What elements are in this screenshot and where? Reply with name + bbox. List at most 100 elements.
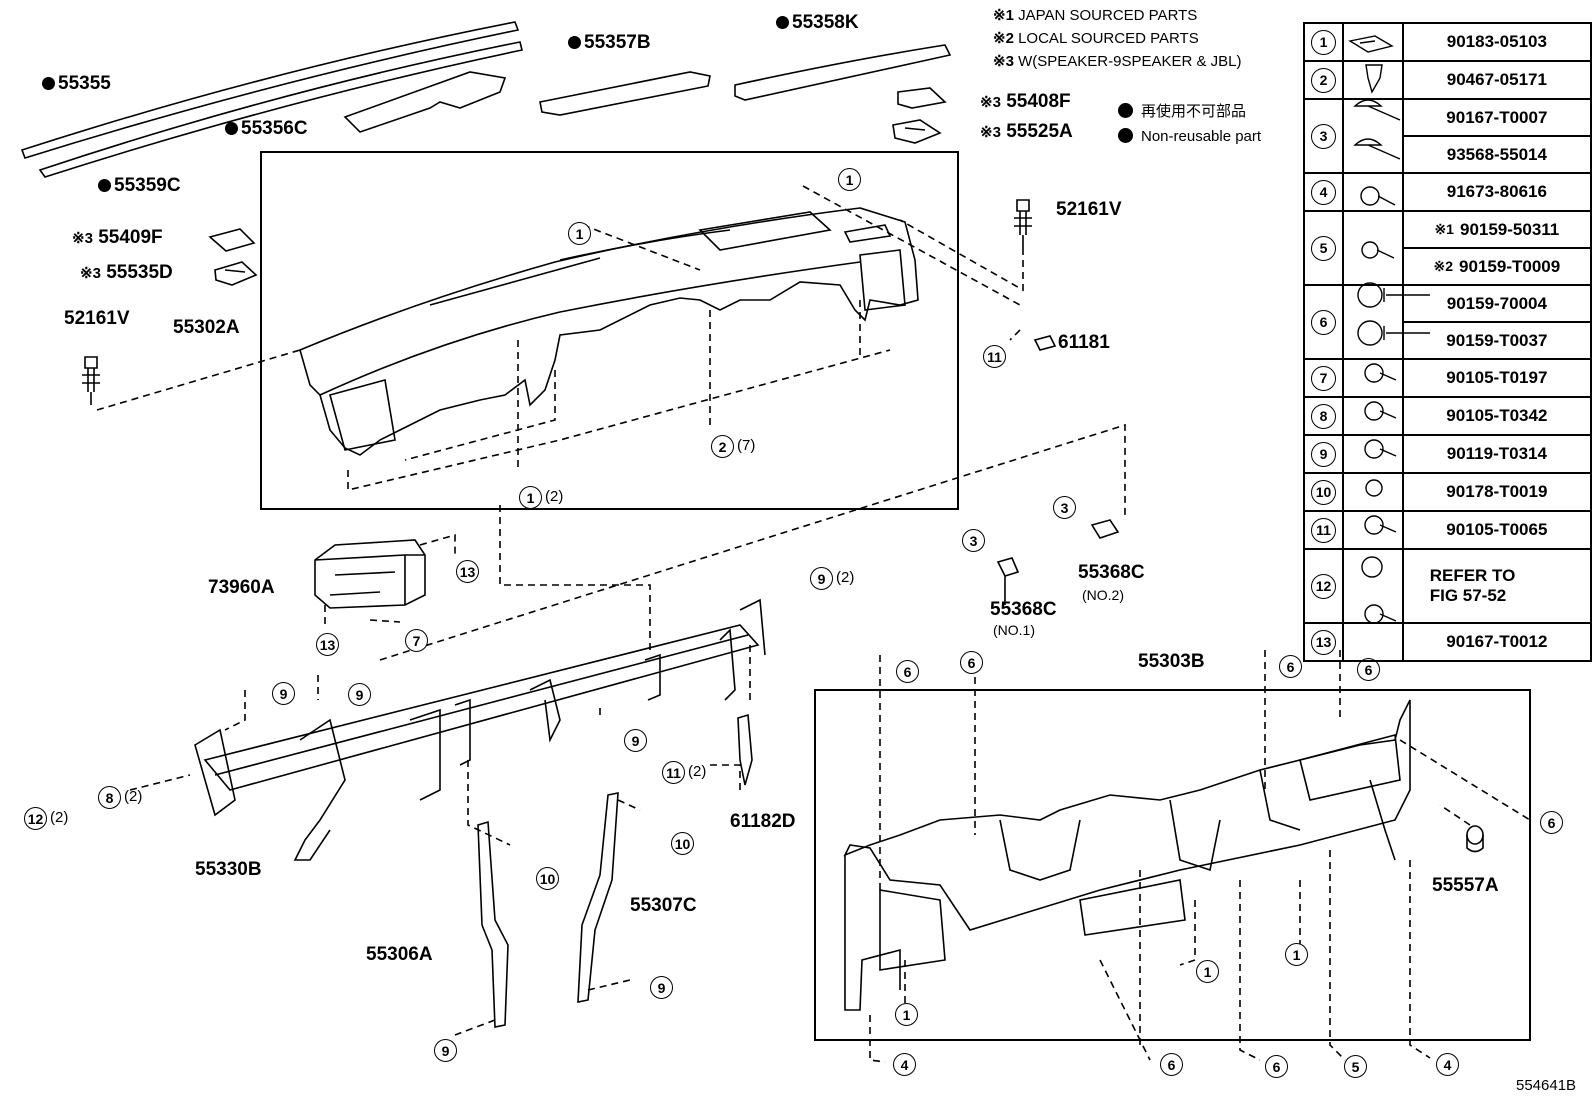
- nut-61181: [1033, 335, 1057, 351]
- fastener-number: 8: [1302, 396, 1345, 436]
- fastener-number: 12: [1302, 548, 1345, 624]
- legend-nonreusable-en: Non-reusable part: [1118, 128, 1261, 144]
- bracket-55535D: [214, 261, 258, 286]
- brace-55307C: [577, 792, 619, 1003]
- fastener-number-circle: 9: [1311, 441, 1337, 467]
- callout-6: 6: [896, 660, 919, 683]
- qty-2: (2): [545, 488, 564, 505]
- leader-lines-upper: [96, 185, 1126, 661]
- label-55359C: 55359C: [98, 176, 181, 195]
- callout-6: 6: [960, 651, 983, 674]
- fastener-number-circle: 8: [1311, 403, 1337, 429]
- label-61182D: 61182D: [730, 811, 796, 832]
- clip-52161V-left: [82, 356, 100, 405]
- callout-4: 4: [893, 1053, 916, 1076]
- fastener-part-number: 90105-T0065: [1401, 510, 1592, 550]
- label-55368C-no2: 55368C: [1078, 562, 1145, 583]
- fastener-icon-cell: [1342, 172, 1404, 212]
- legend-nonreusable-jp: 再使用不可部品: [1118, 103, 1246, 119]
- part-number-text: 90167-T0007: [1446, 107, 1548, 127]
- fastener-icon-cell: [1342, 622, 1404, 662]
- fastener-icon-cell: [1342, 358, 1404, 398]
- figure-id: 554641B: [1516, 1077, 1577, 1094]
- callout-1: 1: [838, 168, 861, 191]
- bracket-55525A: [892, 119, 942, 144]
- fastener-number: 1: [1302, 22, 1345, 62]
- fastener-part-number: 90167-T0012: [1401, 622, 1592, 662]
- label-55303B: 55303B: [1138, 651, 1205, 672]
- pad-55357B: [539, 71, 711, 116]
- callout-6: 6: [1279, 655, 1302, 678]
- fastener-icon-cell: [1342, 548, 1404, 624]
- part-number-text: 90105-T0197: [1446, 368, 1548, 387]
- part-number-text: 90183-05103: [1446, 32, 1547, 51]
- callout-7: 7: [405, 629, 428, 652]
- label-55409F: ※3 55409F: [72, 227, 163, 248]
- brace-55306A: [477, 820, 509, 1028]
- callout-9: 9: [650, 976, 673, 999]
- callout-1: 1: [1285, 943, 1308, 966]
- part-number-text: 90467-05171: [1446, 70, 1547, 89]
- label-55557A: 55557A: [1432, 875, 1499, 896]
- fastener-number-circle: 1: [1311, 29, 1337, 55]
- label-55330B: 55330B: [195, 859, 262, 880]
- fastener-number-circle: 7: [1311, 365, 1337, 391]
- part-number-text: 90178-T0019: [1446, 482, 1548, 501]
- callout-5: 5: [1344, 1055, 1367, 1078]
- nonreusable-dot-icon: [98, 179, 111, 192]
- note-local-sourced: ※2 LOCAL SOURCED PARTS: [993, 30, 1199, 47]
- fastener-number: 11: [1302, 510, 1345, 550]
- fastener-number: 5: [1302, 210, 1345, 286]
- fastener-number: 9: [1302, 434, 1345, 474]
- callout-1: 1: [519, 486, 542, 509]
- fastener-number-circle: 10: [1311, 479, 1337, 505]
- callout-8: 8: [98, 786, 121, 809]
- fastener-number: 10: [1302, 472, 1345, 512]
- fastener-number-circle: 11: [1311, 517, 1337, 543]
- fastener-row: 1 90183-05103: [1302, 22, 1592, 62]
- callout-13: 13: [316, 633, 339, 656]
- airbag-73960A: [314, 539, 426, 609]
- label-73960A: 73960A: [208, 577, 275, 598]
- callout-1: 1: [1196, 960, 1219, 983]
- part-number-text: 90159-T0037: [1446, 330, 1548, 350]
- pad-55356C: [343, 71, 507, 133]
- fastener-part-number: 90105-T0342: [1401, 396, 1592, 436]
- callout-3: 3: [1053, 496, 1076, 519]
- callout-9: 9: [810, 567, 833, 590]
- note-japan-sourced: ※1 JAPAN SOURCED PARTS: [993, 7, 1198, 24]
- fastener-number: 13: [1302, 622, 1345, 662]
- fastener-icon-cell: [1342, 284, 1404, 360]
- fastener-icon-cell: [1342, 60, 1404, 100]
- part-number-text: 90105-T0342: [1446, 406, 1548, 425]
- fastener-number-circle: 5: [1311, 235, 1337, 261]
- fastener-number-circle: 6: [1311, 309, 1337, 335]
- part-number-text: 91673-80616: [1446, 182, 1547, 201]
- fastener-icon-cell: [1342, 434, 1404, 474]
- label-55358K: 55358K: [776, 13, 859, 32]
- callout-10: 10: [536, 867, 559, 890]
- nonreusable-dot-icon: [776, 16, 789, 29]
- qty-7: (7): [737, 437, 756, 454]
- fastener-part-number: 90119-T0314: [1401, 434, 1592, 474]
- fastener-part-number: 91673-80616: [1401, 172, 1592, 212]
- label-55306A: 55306A: [366, 944, 433, 965]
- nonreusable-dot-icon: [1118, 128, 1133, 143]
- label-55525A: ※3 55525A: [980, 121, 1073, 142]
- qty-2: (2): [124, 788, 143, 805]
- fastener-row: 11 90105-T0065: [1302, 510, 1592, 550]
- qty-2: (2): [50, 809, 69, 826]
- label-55535D: ※3 55535D: [80, 262, 173, 283]
- fastener-number-circle: 3: [1311, 123, 1337, 149]
- strip-55359C: [38, 41, 523, 178]
- note-speaker-option: ※3 W(SPEAKER-9SPEAKER & JBL): [993, 53, 1242, 70]
- fastener-row: 13 90167-T0012: [1302, 622, 1592, 662]
- part-number-text: 90159-T0009: [1459, 256, 1561, 276]
- callout-9: 9: [434, 1039, 457, 1062]
